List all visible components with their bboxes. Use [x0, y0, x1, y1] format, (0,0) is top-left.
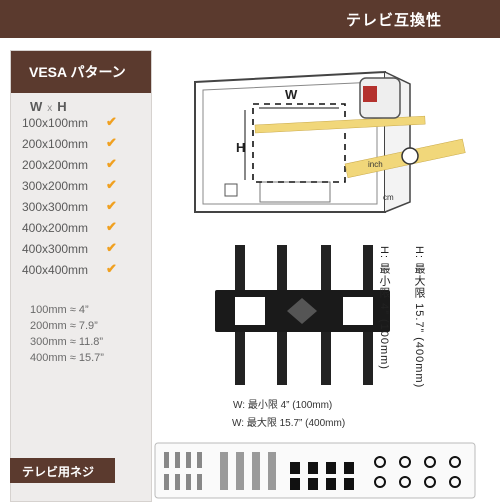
- w-min-label: W: 最小限 4” (100mm): [233, 400, 333, 411]
- mount-plate-hole: [343, 297, 373, 325]
- tape-inch-label: inch: [368, 160, 383, 169]
- tv-diagram: [194, 70, 466, 213]
- conversion-4: 400mm ≈ 15.7”: [30, 352, 104, 364]
- h-max-label: H: 最大限 15.7” (400mm): [413, 246, 425, 389]
- col-w: W: [30, 99, 43, 114]
- check-icon: ✔: [106, 114, 117, 129]
- vesa-size-5: 300x300mm: [22, 200, 89, 214]
- check-icon: ✔: [106, 135, 117, 150]
- vesa-dashed-box: [252, 103, 346, 183]
- mount-plate-hole: [235, 297, 265, 325]
- vesa-card: VESA パターン: [10, 50, 152, 502]
- mount-center-icon: [287, 298, 317, 324]
- col-x: x: [47, 103, 53, 114]
- vesa-size-2: 200x100mm: [22, 137, 89, 151]
- vesa-heading: VESA パターン: [29, 64, 126, 80]
- screw-group-a: [164, 452, 202, 490]
- vesa-size-3: 200x200mm: [22, 158, 89, 172]
- w-max-label: W: 最大限 15.7” (400mm): [232, 418, 346, 429]
- vesa-size-8: 400x400mm: [22, 263, 89, 277]
- conversion-3: 300mm ≈ 11.8”: [30, 336, 104, 348]
- vesa-size-4: 300x200mm: [22, 179, 89, 193]
- check-icon: ✔: [106, 219, 117, 234]
- washer-group: [374, 456, 461, 488]
- h-min-label: H: 最小限 4” (100mm): [378, 246, 390, 370]
- screws-set: [154, 442, 476, 499]
- conversion-2: 200mm ≈ 7.9”: [30, 320, 98, 332]
- tv-back-inner: [202, 81, 378, 205]
- check-icon: ✔: [106, 261, 117, 276]
- label-h: H: [236, 140, 246, 155]
- wall-mount: [215, 245, 390, 385]
- vesa-card-header: VESA パターン: [11, 51, 151, 93]
- header-bar: テレビ互換性: [0, 0, 500, 38]
- screw-group-b: [220, 452, 276, 490]
- spacer-group: [290, 462, 354, 490]
- check-icon: ✔: [106, 156, 117, 171]
- tv-port: [224, 183, 238, 197]
- header-title: テレビ互換性: [345, 12, 442, 29]
- check-icon: ✔: [106, 177, 117, 192]
- check-icon: ✔: [106, 240, 117, 255]
- label-w: W: [285, 87, 298, 102]
- screws-label-bar: テレビ用ネジ: [10, 458, 115, 483]
- col-h: H: [57, 99, 67, 114]
- tape-reel-icon: [401, 147, 419, 165]
- tape-cm-label: cm: [383, 193, 394, 202]
- tape-measure-accent: [363, 86, 377, 102]
- vesa-size-1: 100x100mm: [22, 116, 89, 130]
- measuring-tape: [254, 115, 426, 134]
- conversion-1: 100mm ≈ 4”: [30, 304, 89, 316]
- vesa-size-7: 400x300mm: [22, 242, 89, 256]
- vesa-size-6: 400x200mm: [22, 221, 89, 235]
- screws-label: テレビ用ネジ: [22, 465, 95, 479]
- check-icon: ✔: [106, 198, 117, 213]
